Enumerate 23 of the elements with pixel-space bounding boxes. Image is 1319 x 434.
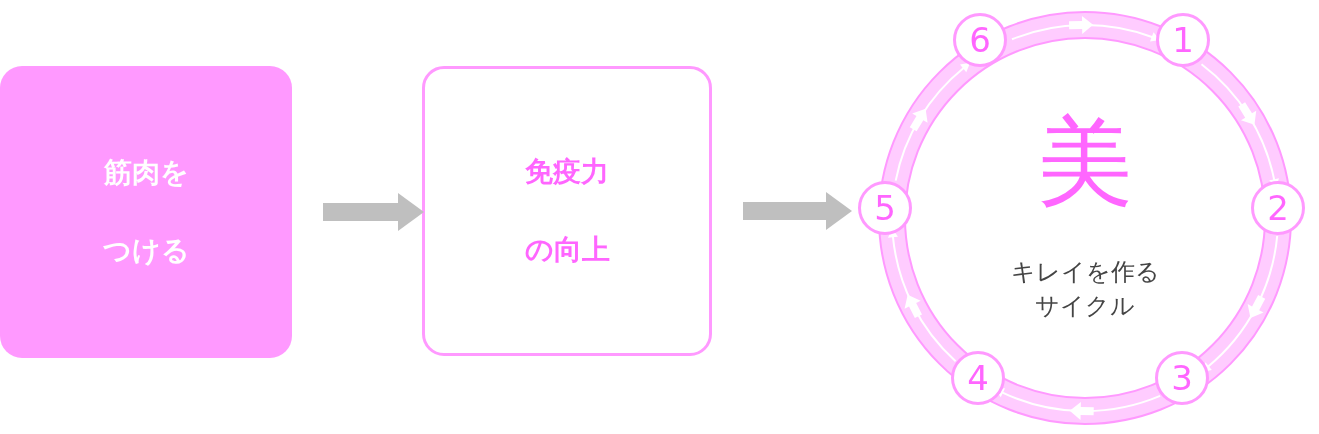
arrow [999, 388, 1162, 420]
arrow [888, 233, 957, 363]
step-number: 5 [874, 191, 896, 225]
step-number: 3 [1171, 361, 1193, 395]
step-circle [1156, 13, 1210, 67]
arrow [894, 63, 969, 182]
cycle-caption: キレイを作るサイクル [1009, 257, 1161, 322]
step-number: 2 [1267, 191, 1289, 225]
step-number: 6 [969, 23, 991, 57]
arrow [743, 192, 852, 230]
arrow [1011, 16, 1157, 42]
step-number: 4 [967, 361, 989, 395]
box-label: 免疫力の向上 [523, 153, 611, 268]
cycle-title: 美 [1036, 110, 1134, 216]
process-box [0, 66, 292, 358]
box-label: 筋肉をつける [101, 154, 191, 269]
arrow [1200, 63, 1279, 182]
process-box [422, 66, 712, 356]
step-circle [953, 13, 1007, 67]
arrow [323, 193, 424, 231]
step-circle [858, 181, 912, 235]
step-number: 1 [1172, 23, 1194, 57]
arrow [1205, 235, 1279, 371]
